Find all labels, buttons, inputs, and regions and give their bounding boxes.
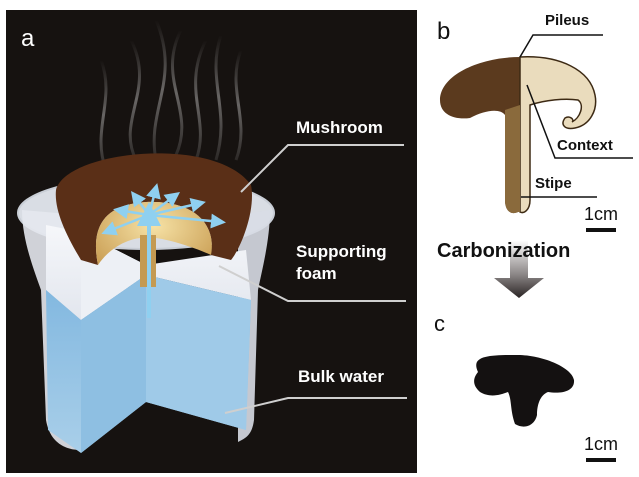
label-stipe: Stipe: [535, 175, 572, 192]
scale-label-c: 1cm: [584, 434, 619, 454]
label-bulk-water: Bulk water: [298, 367, 384, 386]
scale-bar-c: [586, 458, 616, 462]
label-supporting-foam-line2: foam: [296, 264, 337, 283]
steam: [99, 19, 243, 171]
carbonization-label: Carbonization: [437, 240, 571, 262]
panel-letter-c: c: [434, 311, 445, 336]
mushroom-cap: [55, 153, 252, 265]
label-mushroom: Mushroom: [296, 118, 383, 137]
scale-label-b: 1cm: [584, 204, 619, 224]
cup-illustration: [17, 19, 407, 453]
label-supporting-foam-line1: Supporting: [296, 242, 387, 261]
panel-letter-a: a: [21, 25, 35, 52]
water-flow-arrows: [101, 183, 226, 318]
carbonized-mushroom: [474, 355, 575, 427]
mushroom-photo: [440, 56, 597, 214]
label-pileus: Pileus: [545, 12, 590, 29]
panel-a-illustration: a Mushroom Supporting foam Bulk water: [6, 10, 417, 473]
leader-lines-b: [519, 34, 633, 198]
label-context: Context: [557, 137, 613, 154]
leader-lines: [218, 144, 407, 414]
scale-bar-b: [586, 228, 616, 232]
panel-letter-b: b: [437, 18, 451, 45]
